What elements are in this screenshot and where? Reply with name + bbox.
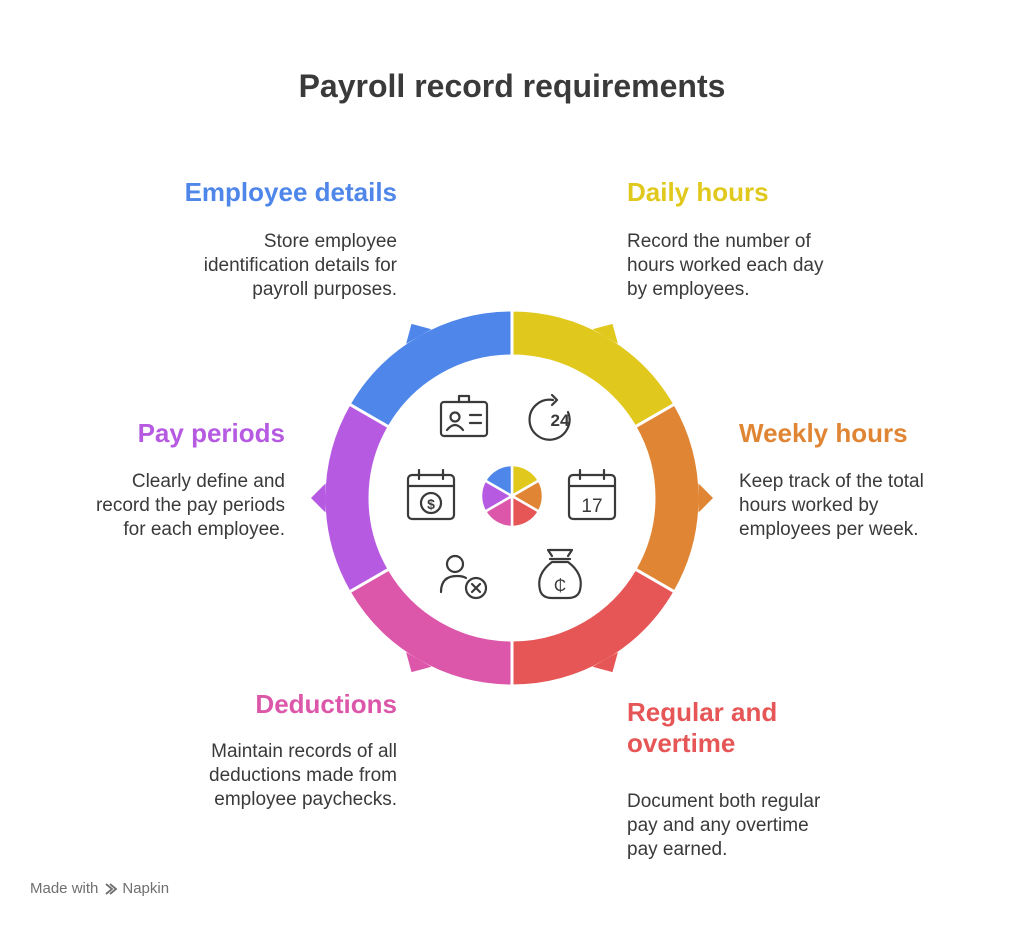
heading-line: Regular and	[627, 697, 778, 727]
desc-line: pay and any overtime	[627, 815, 809, 836]
segment-employee-details-arrow	[406, 323, 432, 344]
made-with-label: Made with	[30, 880, 99, 897]
segment-pay-periods	[322, 401, 392, 595]
desc-line: Clearly define and	[131, 471, 285, 492]
heading-daily-hours: Daily hours	[627, 177, 769, 207]
heading-deductions: Deductions	[255, 689, 397, 719]
heading-employee-details: Employee details	[184, 177, 397, 207]
segment-deductions	[347, 566, 514, 688]
desc-line: identification details for	[203, 255, 397, 276]
pie-slice-blue	[483, 463, 514, 499]
desc-line: hours worked each day	[627, 255, 824, 276]
desc-daily-hours: Record the number of hours worked each d…	[627, 230, 927, 302]
svg-text:17: 17	[581, 496, 602, 517]
segment-daily-hours	[510, 308, 677, 430]
desc-weekly-hours: Keep track of the total hours worked by …	[739, 470, 1009, 542]
segment-regular-overtime-arrow	[592, 652, 618, 673]
desc-line: Document both regular	[627, 791, 821, 812]
segment-deductions-arrow	[406, 652, 432, 673]
desc-employee-details: Store employee identification details fo…	[97, 230, 397, 302]
segment-weekly-hours-arrow	[698, 483, 713, 513]
napkin-logo-icon	[105, 882, 118, 895]
desc-line: payroll purposes.	[252, 279, 397, 300]
pie-chart-icon	[479, 463, 545, 529]
page-title: Payroll record requirements	[298, 68, 726, 104]
desc-deductions: Maintain records of all deductions made …	[97, 740, 397, 812]
segment-pay-periods-arrow	[311, 483, 326, 513]
desc-line: hours worked by	[739, 495, 879, 516]
svg-text:$: $	[427, 496, 435, 512]
napkin-brand-label: Napkin	[122, 880, 170, 897]
ring-segments	[311, 308, 713, 688]
money-bag-icon: ₵	[538, 548, 582, 600]
desc-line: pay earned.	[627, 839, 728, 860]
desc-regular-overtime: Document both regular pay and any overti…	[627, 790, 927, 862]
desc-pay-periods: Clearly define and record the pay period…	[0, 470, 285, 542]
desc-line: employee paychecks.	[214, 789, 397, 810]
desc-line: record the pay periods	[95, 495, 285, 516]
segment-weekly-hours	[632, 401, 702, 595]
desc-line: Store employee	[263, 231, 397, 252]
desc-line: Maintain records of all	[211, 741, 397, 762]
segment-employee-details	[347, 308, 514, 430]
24-hours-icon: 24	[528, 393, 571, 441]
calendar-17-icon: 17	[567, 468, 617, 521]
heading-weekly-hours: Weekly hours	[739, 418, 908, 448]
heading-line: overtime	[627, 728, 736, 758]
desc-line: deductions made from	[209, 765, 397, 786]
id-card-icon	[439, 394, 489, 438]
desc-line: by employees.	[627, 279, 750, 300]
desc-line: for each employee.	[123, 519, 285, 540]
segment-daily-hours-arrow	[592, 323, 618, 344]
footer-attribution: Made with Napkin	[30, 880, 169, 897]
heading-pay-periods: Pay periods	[137, 418, 285, 448]
desc-line: Record the number of	[627, 231, 811, 252]
svg-text:₵: ₵	[554, 576, 566, 595]
heading-regular-overtime: Regular and overtime	[627, 697, 927, 759]
user-remove-icon	[439, 554, 488, 600]
segment-regular-overtime	[510, 566, 677, 688]
desc-line: Keep track of the total	[739, 471, 924, 492]
desc-line: employees per week.	[739, 519, 919, 540]
calendar-dollar-icon: $	[406, 468, 456, 521]
svg-text:24: 24	[551, 411, 570, 430]
